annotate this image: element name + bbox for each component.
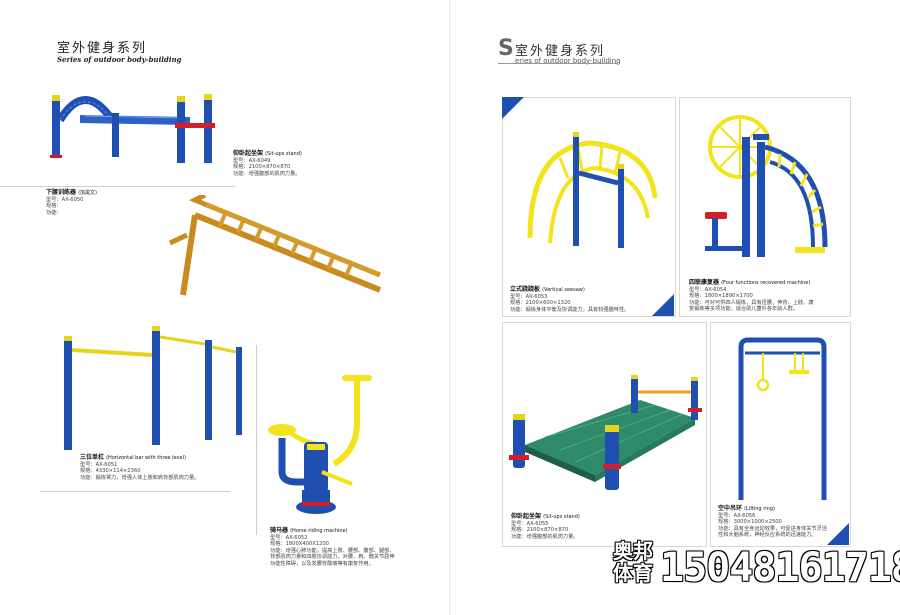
watermark-phone: 15048161718 bbox=[660, 545, 900, 591]
watermark-brand-line2: 体育 bbox=[613, 561, 653, 585]
situp-stand-left-image bbox=[50, 94, 215, 163]
product-function: 功能：锻炼身体平衡及协调能力，具有较强趣味性。 bbox=[510, 306, 630, 313]
product-function: 功能：增强腹部的肌肉力量。 bbox=[511, 533, 579, 540]
product-name: 三位单杠 bbox=[80, 454, 105, 461]
product-situp-left: 仰卧起坐架 (Sit-ups stand) 型号：AX-6049 规格：2100… bbox=[233, 150, 302, 177]
product-spec: 规格： bbox=[46, 203, 62, 210]
product-hbar: 三位单杠 (Horizontal bar with three level) 型… bbox=[80, 454, 200, 481]
frame-lifting-ring bbox=[710, 322, 851, 547]
product-spec: 规格：3000×1000×2500 bbox=[718, 519, 782, 526]
product-model: 型号：AX-6056 bbox=[718, 512, 756, 519]
corner-accent bbox=[652, 294, 674, 316]
horse-riding-image bbox=[268, 375, 372, 514]
product-spec: 规格：1800×1890×1700 bbox=[689, 293, 753, 300]
divider-top bbox=[0, 186, 235, 187]
product-model: 型号：AX-6052 bbox=[270, 534, 308, 541]
product-spec: 规格：2100×870×870 bbox=[233, 164, 291, 171]
horizontal-bar-image bbox=[64, 326, 242, 450]
watermark-brand: 奥邦 体育 bbox=[613, 540, 653, 584]
product-name: 立式跷跷板 bbox=[510, 286, 541, 293]
divider-bottom bbox=[40, 491, 230, 492]
product-name-en: (Sit-ups stand) bbox=[543, 514, 580, 520]
product-model: 型号：AX-6051 bbox=[80, 461, 118, 468]
product-function-3: 功能性障碍，以及发腰背酸痛等有康复作用。 bbox=[270, 560, 374, 567]
corner-accent bbox=[827, 523, 849, 545]
watermark-brand-line1: 奥邦 bbox=[613, 539, 653, 563]
situp-stand-right-image bbox=[509, 375, 702, 490]
right-title-en: eries of outdoor body-building bbox=[515, 57, 621, 65]
product-ring: 空中吊环 (Lifting ring) 型号：AX-6056 规格：3000×1… bbox=[718, 505, 827, 539]
product-seesaw: 立式跷跷板 (Vertical seesaw) 型号：AX-6053 规格：21… bbox=[510, 286, 630, 313]
product-spec: 规格：1800X400X1200 bbox=[270, 541, 329, 548]
four-function-image bbox=[705, 115, 828, 257]
product-name-en: (Vertical seesaw) bbox=[542, 287, 585, 293]
product-name: 骑马器 bbox=[270, 527, 289, 534]
product-model: 型号：AX-6049 bbox=[233, 157, 271, 164]
product-spec: 规格：2100×870×870 bbox=[511, 527, 569, 534]
product-function-1: 功能：可对可供四人锻炼，具有扭腰、伸背、上肢、康 bbox=[689, 299, 814, 306]
product-function-1: 功能：增强心肺功能，提高上肢、腰部、腹部、腿部、 bbox=[270, 547, 395, 554]
product-function: 功能： bbox=[46, 209, 62, 216]
product-name-en: (Four functions recovered machine) bbox=[721, 280, 811, 286]
product-name: 仰卧起坐架 bbox=[233, 150, 264, 157]
product-waist: 下腰训练器 (加黑文) 型号：AX-6050 规格： 功能： bbox=[46, 189, 98, 216]
product-function: 功能：增强腹部的肌肉力量。 bbox=[233, 170, 301, 177]
product-spec: 规格：2100×600×1320 bbox=[510, 300, 571, 307]
product-name: 空中吊环 bbox=[718, 505, 743, 512]
product-model: 型号：AX-6054 bbox=[689, 286, 727, 293]
product-name-en: (Horizontal bar with three level) bbox=[106, 455, 186, 461]
product-model: 型号：AX-6053 bbox=[510, 293, 548, 300]
left-title-en: Series of outdoor body-building bbox=[57, 55, 182, 64]
product-name-en: (Horse riding machine) bbox=[290, 528, 348, 534]
product-name: 仰卧起坐架 bbox=[511, 513, 542, 520]
corner-accent bbox=[502, 97, 524, 119]
left-title-cn: 室外健身系列 bbox=[57, 41, 148, 56]
product-function-2: 性和大脑系统，神经反应系统的迅速能力。 bbox=[718, 532, 817, 539]
product-name: 下腰训练器 bbox=[46, 189, 77, 196]
product-model: 型号：AX-6055 bbox=[511, 520, 549, 527]
product-horse: 骑马器 (Horse riding machine) 型号：AX-6052 规格… bbox=[270, 527, 395, 568]
product-name-en: (加黑文) bbox=[78, 190, 98, 196]
product-spec: 规格：4330×114×2360 bbox=[80, 468, 141, 475]
right-title-cn: 室外健身系列 bbox=[515, 44, 606, 59]
product-function-2: 复锻炼等多项功能，适合助儿童外各年龄人群。 bbox=[689, 306, 798, 313]
product-function-2: 背部肌肉力量和四肢协调能力，对腰、肩、髋关节屈伸 bbox=[270, 554, 395, 561]
product-name-en: (Sit-ups stand) bbox=[265, 151, 302, 157]
product-name-en: (Lifting ring) bbox=[744, 506, 775, 512]
divider-vertical bbox=[256, 345, 257, 535]
product-name: 四联康复器 bbox=[689, 279, 720, 286]
right-title-underline bbox=[498, 63, 618, 64]
product-situp-right: 仰卧起坐架 (Sit-ups stand) 型号：AX-6055 规格：2100… bbox=[511, 513, 580, 540]
product-model: 型号：AX-6050 bbox=[46, 196, 84, 203]
product-function: 功能：锻炼臂力，增强人体上肢和肩背部肌肉力量。 bbox=[80, 474, 200, 481]
lifting-ring-image bbox=[738, 337, 827, 500]
product-four: 四联康复器 (Four functions recovered machine)… bbox=[689, 279, 814, 313]
product-function-1: 功能：具有全身运动效果，可促进身体关节灵活 bbox=[718, 525, 827, 532]
waist-trainer-image bbox=[168, 195, 382, 296]
right-title-letter: S bbox=[498, 36, 514, 61]
page-fold bbox=[449, 0, 451, 615]
seesaw-image bbox=[527, 132, 658, 248]
